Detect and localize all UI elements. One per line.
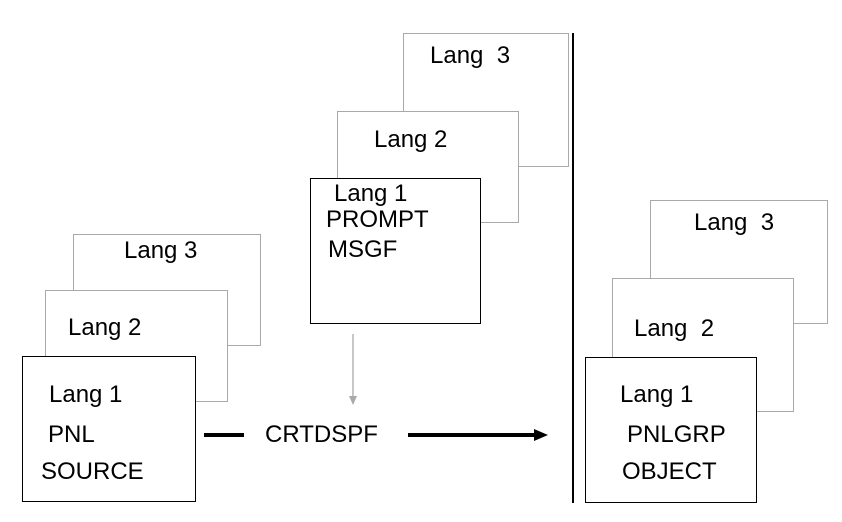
right-pnlgrp-label: PNLGRP (627, 421, 726, 448)
right-card-lang1 (585, 357, 757, 503)
prompt-down-arrowhead (349, 396, 357, 405)
left-lang3-label: Lang 3 (124, 237, 198, 264)
left-card-lang1 (22, 356, 196, 502)
right-object-label: OBJECT (622, 458, 717, 485)
left-source-label: SOURCE (41, 458, 144, 485)
middle-prompt-label: PROMPT (326, 206, 429, 233)
middle-lang1-label: Lang 1 (334, 180, 408, 207)
middle-msgf-label: MSGF (328, 236, 398, 263)
right-lang2-label: Lang 2 (634, 315, 715, 342)
left-pnl-label: PNL (48, 421, 95, 448)
middle-lang2-label: Lang 2 (374, 126, 448, 153)
right-lang1-label: Lang 1 (620, 381, 694, 408)
crtdspf-arrowhead (534, 429, 548, 441)
left-lang1-label: Lang 1 (49, 381, 123, 408)
middle-card-lang1 (310, 178, 481, 324)
middle-lang3-label: Lang 3 (430, 42, 511, 69)
left-lang2-label: Lang 2 (68, 314, 142, 341)
right-lang3-label: Lang 3 (694, 209, 775, 236)
crtdspf-label: CRTDSPF (265, 421, 378, 448)
